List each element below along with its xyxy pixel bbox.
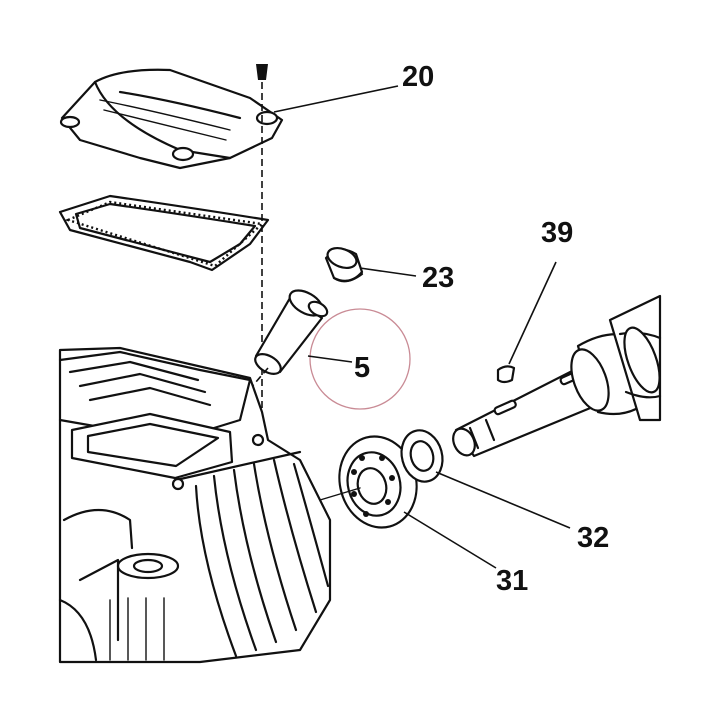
label-23: 23 bbox=[422, 262, 454, 294]
leader-lines bbox=[273, 85, 571, 569]
valve-cover-part bbox=[59, 64, 284, 170]
crankshaft-part bbox=[452, 294, 662, 458]
plug-cap-part bbox=[324, 247, 364, 283]
label-39: 39 bbox=[541, 217, 573, 249]
highlight-circle bbox=[309, 308, 411, 410]
washer-part bbox=[400, 429, 444, 483]
cylinder-head-part bbox=[58, 346, 332, 664]
gasket-part bbox=[58, 194, 270, 272]
label-5: 5 bbox=[354, 352, 370, 384]
woodruff-key-part bbox=[496, 365, 516, 384]
label-32: 32 bbox=[577, 522, 609, 554]
label-20: 20 bbox=[402, 61, 434, 93]
label-31: 31 bbox=[496, 565, 528, 597]
